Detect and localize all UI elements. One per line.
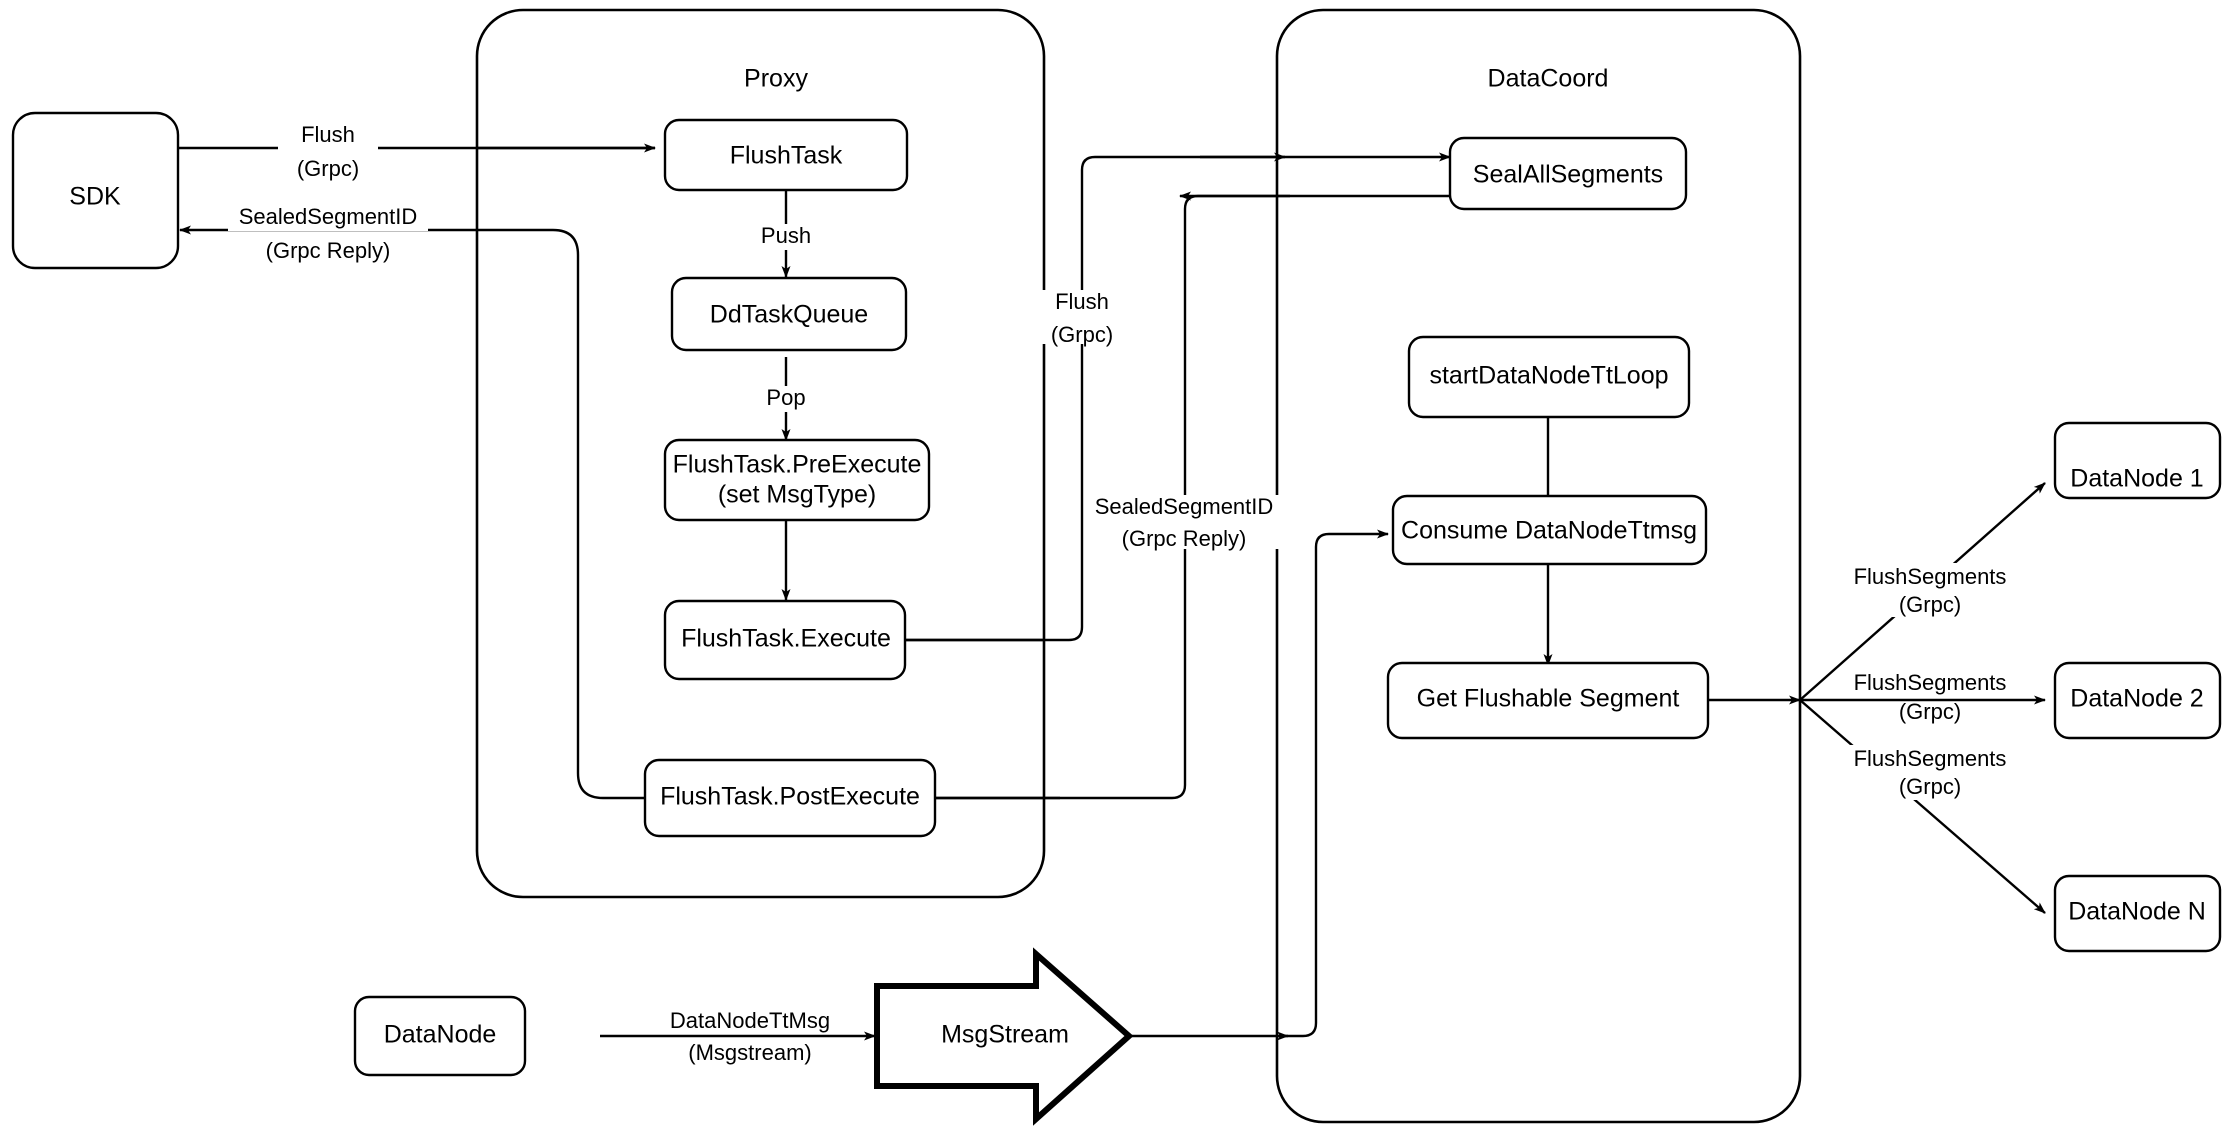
node-ddtaskqueue[interactable]: DdTaskQueue — [670, 276, 908, 352]
datanode1-label: DataNode 1 — [2070, 465, 2203, 493]
container-datacoord: DataCoord — [1275, 8, 1802, 1124]
edge-execute-to-sealallsegments — [905, 152, 1451, 642]
preexecute-label-line1: FlushTask.PreExecute — [673, 451, 922, 479]
node-flushtask-postexecute[interactable]: FlushTask.PostExecute — [643, 758, 937, 838]
preexecute-box[interactable] — [663, 438, 931, 522]
sdk-box[interactable] — [11, 111, 180, 270]
proxy-container-title: Proxy — [744, 65, 808, 93]
edge-label-sdk-flush: Flush (Grpc) — [278, 122, 378, 181]
sealallsegments-label: SealAllSegments — [1473, 161, 1663, 189]
label-proxy-flush-line2: (Grpc) — [1051, 322, 1113, 347]
node-sealallsegments[interactable]: SealAllSegments — [1448, 136, 1688, 211]
label-push: Push — [761, 223, 811, 248]
node-datanode-2[interactable]: DataNode 2 — [2053, 661, 2222, 740]
flushtask-label: FlushTask — [730, 142, 843, 170]
label-datanodettmsg-line1: DataNodeTtMsg — [670, 1008, 830, 1033]
edge-label-datacoord-sealedsegmentid: SealedSegmentID (Grpc Reply) — [1090, 494, 1290, 551]
datanodeN-label: DataNode N — [2068, 898, 2206, 926]
startdatanodettloop-label: startDataNodeTtLoop — [1429, 362, 1668, 390]
node-datanode-1[interactable]: DataNode 1 — [2053, 421, 2222, 500]
label-flushsegmentsN-line1: FlushSegments — [1854, 746, 2007, 771]
edge-postexecute-to-sdk — [179, 225, 645, 800]
datanodeN-box[interactable] — [2053, 874, 2222, 953]
edge-label-sdk-sealedsegmentid: SealedSegmentID (Grpc Reply) — [228, 204, 428, 263]
edge-label-pop: Pop — [754, 385, 814, 412]
datanode-bottom-box[interactable] — [353, 995, 527, 1077]
label-flushsegmentsN-line2: (Grpc) — [1899, 774, 1961, 799]
consume-datanodettmsg-label: Consume DataNodeTtmsg — [1401, 517, 1697, 545]
edge-label-flushsegments-1: FlushSegments (Grpc) — [1845, 563, 2015, 617]
datacoord-container-title: DataCoord — [1488, 65, 1609, 93]
node-consume-datanodettmsg[interactable]: Consume DataNodeTtmsg — [1391, 494, 1708, 566]
preexecute-label-line2: (set MsgType) — [718, 481, 876, 509]
edge-label-flushsegments-2: FlushSegments (Grpc) — [1845, 670, 2015, 724]
label-flushsegments2-line2: (Grpc) — [1899, 699, 1961, 724]
postexecute-label: FlushTask.PostExecute — [660, 783, 920, 811]
postexecute-box[interactable] — [643, 758, 937, 838]
node-flushtask[interactable]: FlushTask — [663, 118, 909, 192]
label-datanodettmsg-line2: (Msgstream) — [688, 1040, 811, 1065]
label-flushsegments1-line1: FlushSegments — [1854, 564, 2007, 589]
node-datanode-bottom[interactable]: DataNode — [353, 995, 527, 1077]
get-flushable-segment-box[interactable] — [1386, 661, 1710, 740]
execute-label: FlushTask.Execute — [681, 625, 891, 653]
datanode2-box[interactable] — [2053, 661, 2222, 740]
edge-label-proxy-flush: Flush (Grpc) — [1040, 289, 1130, 347]
node-flushtask-preexecute[interactable]: FlushTask.PreExecute (set MsgType) — [663, 438, 931, 522]
sdk-label: SDK — [69, 183, 121, 211]
ddtaskqueue-box[interactable] — [670, 276, 908, 352]
node-sdk[interactable]: SDK — [11, 111, 180, 270]
flushtask-box[interactable] — [663, 118, 909, 192]
label-flush-grpc-line1: Flush — [301, 122, 355, 147]
label-datacoord-sealedsegmentid-line2: (Grpc Reply) — [1122, 526, 1247, 551]
startdatanodettloop-box[interactable] — [1407, 335, 1691, 419]
node-msgstream[interactable]: MsgStream — [874, 947, 1134, 1126]
container-proxy: Proxy — [475, 8, 1046, 899]
msgstream-block-arrow[interactable] — [874, 947, 1134, 1126]
ddtaskqueue-label: DdTaskQueue — [710, 301, 868, 329]
edge-junction-to-datanodeN — [1799, 699, 2046, 914]
node-startdatanodettloop[interactable]: startDataNodeTtLoop — [1407, 335, 1691, 419]
edge-label-push: Push — [752, 223, 816, 250]
label-flush-grpc-line2: (Grpc) — [297, 156, 359, 181]
get-flushable-segment-label: Get Flushable Segment — [1417, 685, 1680, 713]
datanode-bottom-label: DataNode — [384, 1021, 497, 1049]
consume-datanodettmsg-box[interactable] — [1391, 494, 1708, 566]
datanode2-label: DataNode 2 — [2070, 685, 2203, 713]
execute-box[interactable] — [663, 599, 907, 681]
label-pop: Pop — [766, 385, 805, 410]
edge-label-flushsegments-n: FlushSegments (Grpc) — [1845, 745, 2015, 800]
label-datacoord-sealedsegmentid-line1: SealedSegmentID — [1095, 494, 1274, 519]
edge-label-datanodettmsg: DataNodeTtMsg (Msgstream) — [655, 1008, 845, 1065]
datacoord-container-boundary — [1275, 8, 1802, 1124]
node-flushtask-execute[interactable]: FlushTask.Execute — [663, 599, 907, 681]
edge-datacoord-boundary-to-consume — [1283, 529, 1389, 1038]
label-proxy-flush-line1: Flush — [1055, 289, 1109, 314]
msgstream-label: MsgStream — [941, 1021, 1069, 1049]
label-sealedsegmentid-line2: (Grpc Reply) — [266, 238, 391, 263]
sealallsegments-box[interactable] — [1448, 136, 1688, 211]
node-datanode-n[interactable]: DataNode N — [2053, 874, 2222, 953]
label-flushsegments2-line1: FlushSegments — [1854, 670, 2007, 695]
label-flushsegments1-line2: (Grpc) — [1899, 592, 1961, 617]
datanode1-box[interactable] — [2053, 421, 2222, 500]
label-sealedsegmentid-line1: SealedSegmentID — [239, 204, 418, 229]
proxy-container-boundary — [475, 8, 1046, 899]
node-get-flushable-segment[interactable]: Get Flushable Segment — [1386, 661, 1710, 740]
